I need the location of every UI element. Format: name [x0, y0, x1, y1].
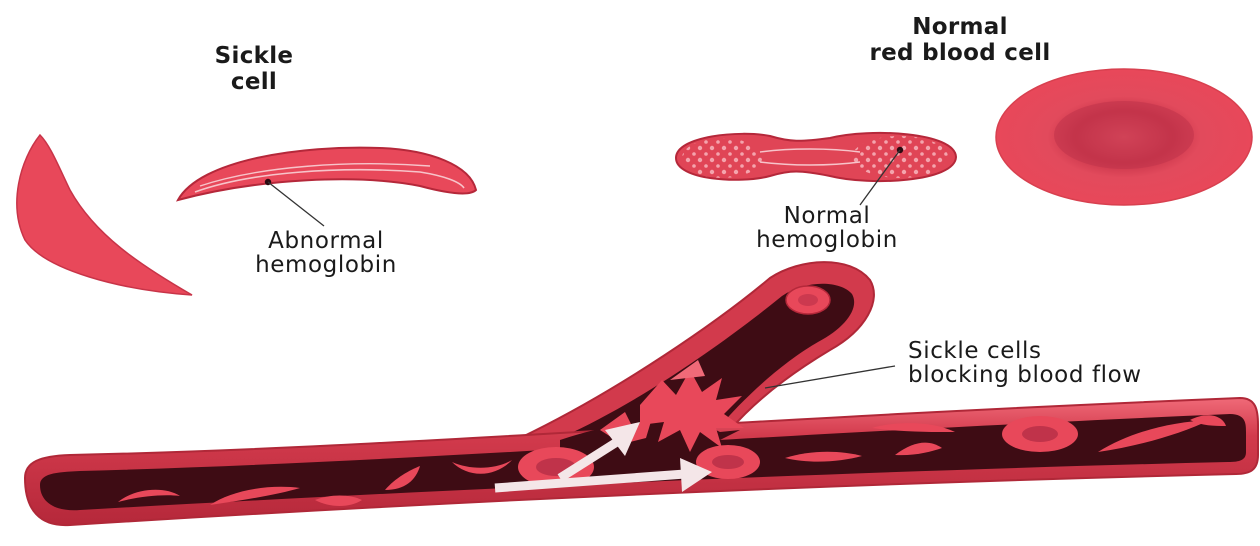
normal-title-line1: Normal — [830, 16, 1090, 39]
normal-hb-line2: hemoglobin — [722, 229, 932, 252]
sickle-blocking-label: Sickle cells blocking blood flow — [908, 340, 1258, 387]
blocking-line2: blocking blood flow — [908, 364, 1258, 387]
abnormal-hemoglobin-label: Abnormal hemoglobin — [226, 230, 426, 277]
normal-title-line2: red blood cell — [830, 42, 1090, 65]
normal-hemoglobin-label: Normal hemoglobin — [722, 205, 932, 252]
normal-red-blood-cell — [996, 69, 1252, 205]
free-sickle-cell — [17, 135, 192, 295]
sickle-title-line1: Sickle — [196, 45, 312, 68]
normal-rbc-title: Normal red blood cell — [830, 16, 1090, 65]
normal-hb-line1: Normal — [722, 205, 932, 228]
abnormal-line1: Abnormal — [226, 230, 426, 253]
sickle-title-line2: cell — [196, 71, 312, 94]
sickle-cell-title: Sickle cell — [196, 45, 312, 94]
sickle-cell-cross-section — [178, 148, 476, 226]
blocking-line1: Sickle cells — [908, 340, 1258, 363]
abnormal-line2: hemoglobin — [226, 254, 426, 277]
blood-vessel — [25, 262, 1258, 525]
normal-cell-cross-section — [676, 133, 956, 205]
